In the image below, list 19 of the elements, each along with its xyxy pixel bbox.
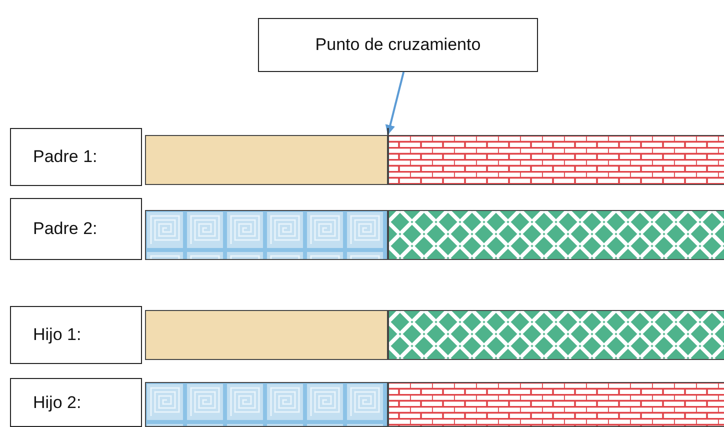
plain-bar-segment bbox=[145, 135, 388, 185]
label-box bbox=[10, 198, 142, 260]
label-box bbox=[10, 378, 142, 427]
box-label: Hijo 1: bbox=[33, 325, 82, 345]
woven-pattern-bar-segment bbox=[388, 210, 724, 260]
box-label: Hijo 2: bbox=[33, 392, 82, 412]
box-label: Punto de cruzamiento bbox=[315, 35, 481, 55]
woven-pattern-bar-segment bbox=[388, 310, 724, 360]
brick-pattern-bar-segment bbox=[388, 135, 724, 185]
square-spiral-pattern-bar-segment bbox=[145, 210, 388, 260]
label-box bbox=[258, 18, 538, 72]
square-spiral-pattern-bar-segment bbox=[145, 382, 388, 427]
label-box bbox=[10, 128, 142, 186]
brick-pattern-bar-segment bbox=[388, 382, 724, 427]
arrow bbox=[385, 72, 405, 135]
label-box bbox=[10, 306, 142, 364]
box-label: Padre 2: bbox=[33, 219, 98, 239]
plain-bar-segment bbox=[145, 310, 388, 360]
box-label: Padre 1: bbox=[33, 147, 98, 167]
